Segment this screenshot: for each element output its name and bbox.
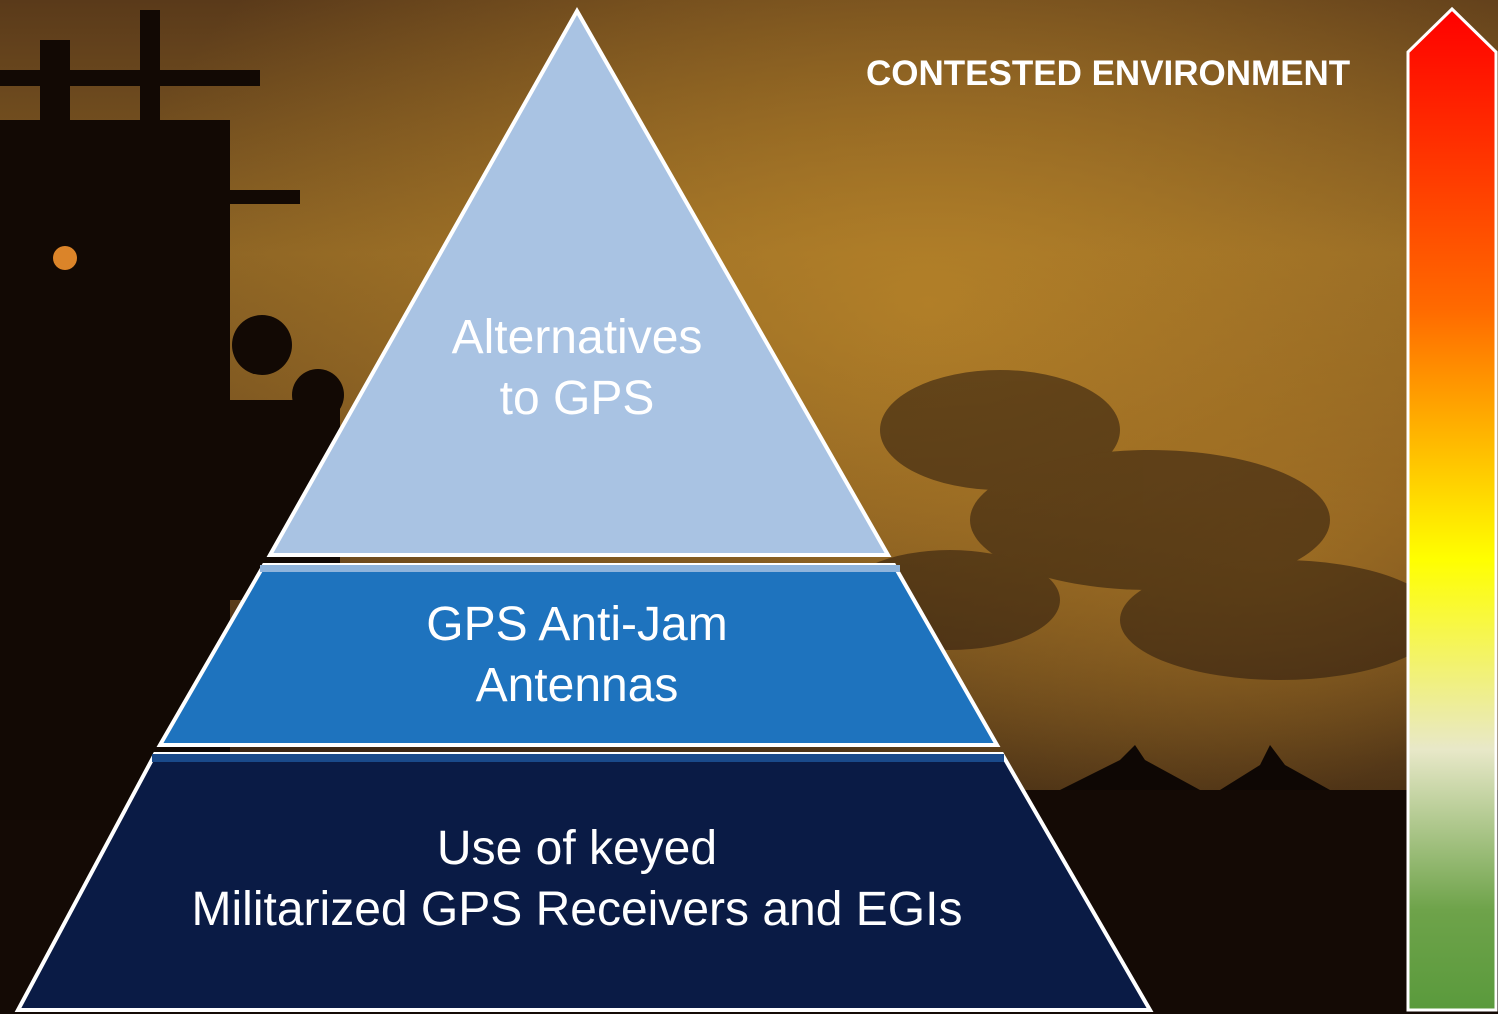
tier-bottom-line2: Militarized GPS Receivers and EGIs	[191, 883, 963, 936]
aircraft-silhouettes	[1060, 745, 1330, 790]
pyramid-tier-top	[266, 6, 892, 557]
tier-middle-line1: GPS Anti-Jam	[426, 598, 728, 651]
tier-middle-label: GPS Anti-Jam Antennas	[277, 594, 877, 716]
contested-environment-arrow	[1406, 6, 1498, 1012]
tier-top-line2: to GPS	[499, 372, 655, 425]
tier-bottom-bevel	[152, 754, 1004, 762]
tier-middle-bevel	[260, 565, 900, 572]
scale-title: CONTESTED ENVIRONMENT	[866, 54, 1351, 93]
tier-top-label: Alternatives to GPS	[377, 307, 777, 429]
ship-light	[53, 246, 77, 270]
tier-bottom-line1: Use of keyed	[436, 822, 718, 875]
cloud-shapes	[840, 370, 1440, 680]
tier-middle-line2: Antennas	[475, 659, 679, 712]
tier-top-line1: Alternatives	[451, 311, 703, 364]
tier-bottom-label: Use of keyed Militarized GPS Receivers a…	[127, 818, 1027, 940]
